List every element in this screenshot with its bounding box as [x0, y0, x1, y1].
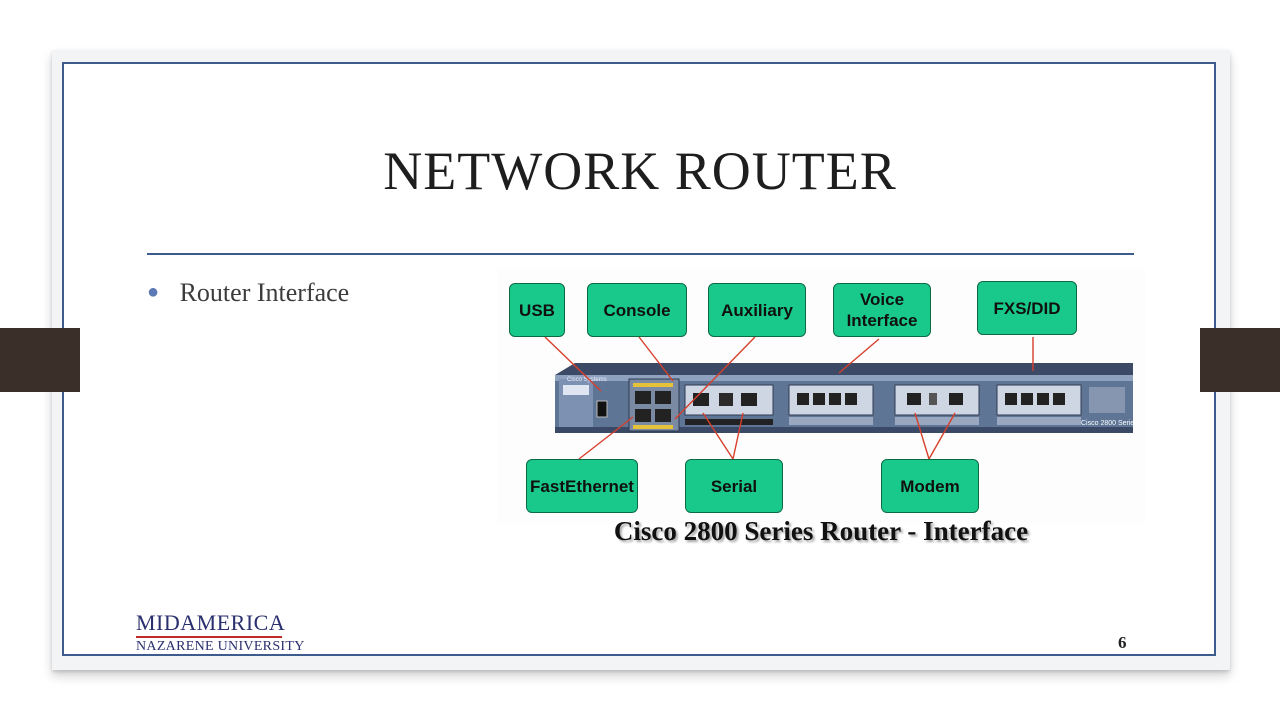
- voice-interface-label: Voice Interface: [833, 283, 931, 337]
- callout-arrows: [544, 336, 1034, 460]
- console-label: Console: [587, 283, 687, 337]
- voice-interface-arrow: [838, 338, 880, 374]
- router-chassis: [555, 363, 1133, 433]
- usb-arrow: [544, 336, 602, 392]
- slide-title: NETWORK ROUTER: [383, 141, 897, 201]
- modem-arrow-1: [914, 412, 930, 460]
- usb-label: USB: [509, 283, 565, 337]
- title-divider: [147, 253, 1134, 255]
- right-side-tab: [1200, 328, 1280, 392]
- console-arrow: [638, 336, 674, 382]
- device-model: Cisco 2800 Series: [1081, 420, 1138, 427]
- auxiliary-label: Auxiliary: [708, 283, 806, 337]
- serial-arrow-1: [702, 412, 734, 460]
- logo-bottom-text: NAZARENE UNIVERSITY: [136, 639, 305, 654]
- router-figure: Cisco Systems Cisco 2800 Series USB Cons…: [497, 267, 1145, 523]
- device-brand: Cisco Systems: [567, 377, 607, 383]
- modem-label: Modem: [881, 459, 979, 513]
- auxiliary-arrow: [674, 336, 756, 420]
- left-side-tab: [0, 328, 80, 392]
- fastethernet-arrow: [578, 416, 634, 460]
- university-logo: MIDAMERICA NAZARENE UNIVERSITY: [136, 610, 305, 655]
- serial-label: Serial: [685, 459, 783, 513]
- figure-caption: Cisco 2800 Series Router - Interface: [613, 516, 1029, 546]
- bullet-item: ● Router Interface: [147, 278, 349, 308]
- fastethernet-label: FastEthernet: [526, 459, 638, 513]
- logo-rule: [136, 636, 282, 638]
- serial-arrow-2: [732, 412, 744, 460]
- bullet-dot-icon: ●: [147, 281, 160, 303]
- page-number: 6: [1118, 633, 1127, 652]
- logo-top-text: MIDAMERICA: [136, 610, 286, 635]
- modem-arrow-2: [928, 412, 956, 460]
- router-diagram: Cisco Systems Cisco 2800 Series: [544, 336, 1138, 460]
- fxs-did-label: FXS/DID: [977, 281, 1077, 335]
- bullet-text: Router Interface: [179, 278, 350, 307]
